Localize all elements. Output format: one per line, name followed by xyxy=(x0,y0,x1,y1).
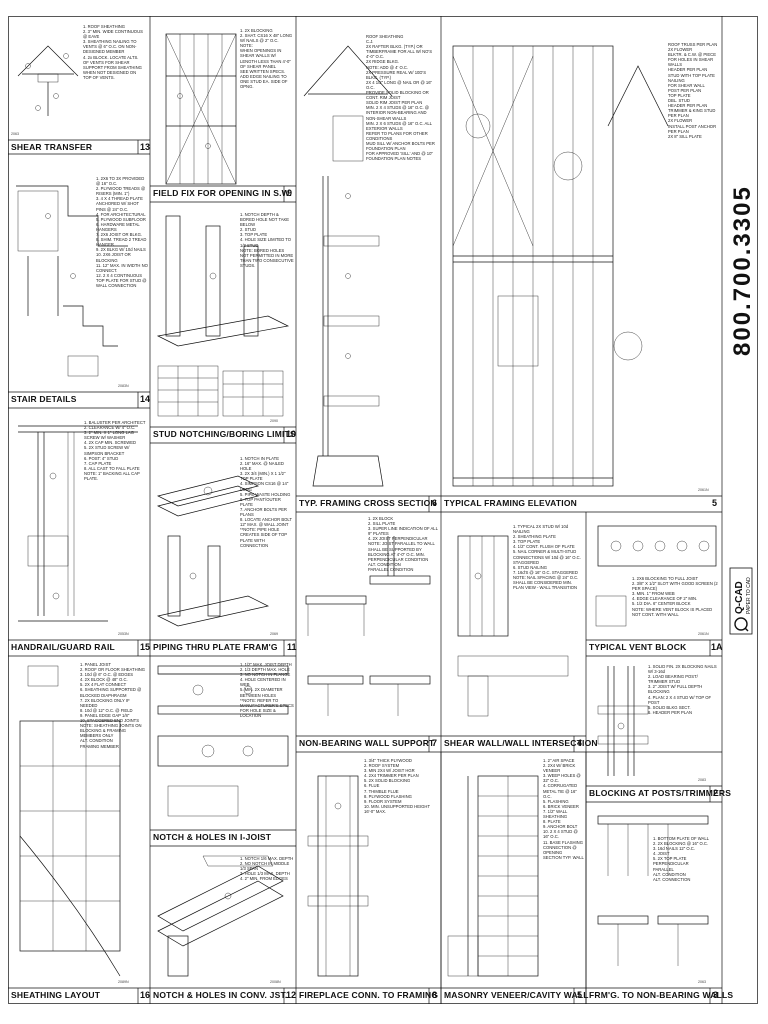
panel-number-field-fix: 9 xyxy=(287,188,293,198)
panel-number-blocking-posts: 2 xyxy=(713,788,719,798)
notes-conv-joist: 1. NOTCH 1/6 MAX. DEPTH 2. NO NOTCH IN M… xyxy=(240,856,294,882)
phone-number: 800.700.3305 xyxy=(729,185,756,356)
panel-number-conv-joist: 12 xyxy=(286,990,297,1000)
masonry-drawing xyxy=(447,775,539,977)
conv-joist-drawing xyxy=(157,855,284,977)
logo-brand-text: Q-CAD xyxy=(734,581,745,614)
panel-number-stair-details: 14 xyxy=(140,394,151,404)
panel-number-fireplace: 8 xyxy=(432,990,438,1000)
notes-piping: 1. NOTCH IN PLATE 2. 16" MAX. @ NAILED H… xyxy=(240,456,292,548)
panel-code-shear-transfer: 2063 xyxy=(11,132,19,136)
panel-title-handrail: HANDRAIL/GUARD RAIL xyxy=(11,642,115,652)
ijoist-drawing xyxy=(157,665,289,817)
notes-blocking-posts: 1. SOLID FIN. 2X BLOCKING NAILS W/ 3-16d… xyxy=(648,664,717,715)
notes-sheathing: 1. PANEL JOIST 2. ROOF OR FLOOR SHEATHIN… xyxy=(80,662,146,749)
panel-code-conv-joist: 2008N xyxy=(270,980,281,984)
notes-stair-details: 1. 2X6 TO 3X PROVIDED @ 16" O.C. 2. PLYW… xyxy=(96,176,148,288)
panel-title-masonry: MASONRY VENEER/CAVITY WALL xyxy=(444,990,589,1000)
logo-tagline-text: PAPER TO CAD xyxy=(746,577,752,614)
panel-code-framing-elevation: 2061N xyxy=(698,488,709,492)
panel-code-piping: 2069 xyxy=(270,632,278,636)
panel-code-vent-block: 2061N xyxy=(698,632,709,636)
panel-title-blocking-posts: BLOCKING AT POSTS/TRIMMERS xyxy=(589,788,732,798)
drawing-sheet: 1. ROOF SHEATHING 2. 3" MIN. WIDE CONTIN… xyxy=(8,16,758,1004)
notes-framing-elevation: ROOF TRUSS PER PLAN 2X FLOWER BLKTR. & C… xyxy=(668,42,718,139)
detail-drawings xyxy=(16,33,717,977)
panel-title-shear-wall: SHEAR WALL/WALL INTERSECTION xyxy=(444,738,598,748)
panel-title-ijoist: NOTCH & HOLES IN I-JOIST xyxy=(153,832,272,842)
panel-number-piping: 11 xyxy=(287,642,297,652)
panel-number-framing-elevation: 5 xyxy=(712,498,718,508)
piping-drawing xyxy=(156,475,270,627)
panel-code-stud-notching: 2090 xyxy=(270,419,278,423)
panel-code-handrail: 2053N xyxy=(118,632,129,636)
q-cad-logo: Q-CAD PAPER TO CAD xyxy=(728,564,756,639)
vent-block-drawing xyxy=(595,525,717,627)
panel-code-sheathing: 2089N xyxy=(118,980,129,984)
non-bearing-drawing xyxy=(305,536,431,716)
panel-title-stair-details: STAIR DETAILS xyxy=(11,394,77,404)
notes-field-fix: 1. 2X BLOCKING 2. SHAT. CS16 X 48" LONG … xyxy=(240,28,293,90)
handrail-drawing xyxy=(18,425,138,622)
panel-title-fireplace: FIREPLACE CONN. TO FRAMING xyxy=(299,990,439,1000)
panel-number-cross-section: 6 xyxy=(432,498,438,508)
sheet-grid-lines xyxy=(8,16,758,1004)
stud-notching-drawing xyxy=(156,215,290,417)
shear-wall-drawing xyxy=(457,535,569,717)
notes-frmg-nonbearing: 1. BOTTOM PLATE OF WALL 2. 2X BLOCKING @… xyxy=(653,836,709,882)
panel-title-field-fix: FIELD FIX FOR OPENING IN S.W. xyxy=(153,188,292,198)
panel-title-stud-notching: STUD NOTCHING/BORING LIMITS xyxy=(153,429,296,439)
panel-number-frmg-nonbearing: 3 xyxy=(713,990,719,1000)
notes-handrail: 1. BALUSTER PER ARCHITECT 2. CLEARANCE W… xyxy=(84,420,146,482)
panel-title-conv-joist: NOTCH & HOLES IN CONV. JST. xyxy=(153,990,288,1000)
blocking-posts-drawing xyxy=(597,666,649,776)
notes-ijoist: 1. 1/2" MAX. JOIST DEPTH 2. 1/3 DEPTH MA… xyxy=(240,662,294,718)
panel-title-cross-section: TYP. FRAMING CROSS SECTION xyxy=(299,498,437,508)
notes-shear-wall: 1. TYPICAL 2X STUD W/ 10d NAILING 2. SHE… xyxy=(513,524,581,591)
panel-number-shear-wall: 4 xyxy=(577,738,583,748)
panel-number-shear-transfer: 13 xyxy=(140,142,151,152)
panel-title-non-bearing: NON-BEARING WALL SUPPORT xyxy=(299,738,435,748)
panel-number-non-bearing: 7 xyxy=(432,738,438,748)
panel-code-frmg-nonbearing: 2063 xyxy=(698,980,706,984)
panel-title-sheathing: SHEATHING LAYOUT xyxy=(11,990,101,1000)
notes-vent-block: 1. 2X6 BLOCKING TO FULL JOIST 2. 3/8" X … xyxy=(632,576,718,617)
panel-code-stair-details: 2083N xyxy=(118,384,129,388)
panel-number-sheathing: 16 xyxy=(140,990,151,1000)
notes-shear-transfer: 1. ROOF SHEATHING 2. 3" MIN. WIDE CONTIN… xyxy=(83,24,143,80)
cross-section-drawing xyxy=(303,45,393,487)
notes-stud-notching: 1. NOTCH DEPTH & BORED HOLE NOT TAKE BEL… xyxy=(240,212,294,268)
stair-details-drawing xyxy=(16,185,128,377)
sheathing-layout-drawing xyxy=(19,665,121,977)
panel-number-masonry: 5 xyxy=(577,990,583,1000)
panel-number-stud-notching: 10 xyxy=(286,429,297,439)
notes-non-bearing: 1. 2X BLOCK 2. SILL PLATE 3. SUPER LINE … xyxy=(368,516,438,572)
fireplace-drawing xyxy=(307,775,369,977)
panel-title-framing-elevation: TYPICAL FRAMING ELEVATION xyxy=(444,498,577,508)
panel-title-piping: PIPING THRU PLATE FRAM'G xyxy=(153,642,278,652)
frmg-nonbearing-drawing xyxy=(597,815,709,966)
notes-cross-section: ROOF SHEATHING C.J. 2X RAFTER BLKG. (TYP… xyxy=(366,34,435,162)
notes-masonry: 1. 2" AIR SPACE 2. 2X4 W/ BRICK VENEER 3… xyxy=(543,758,584,860)
field-fix-drawing xyxy=(165,33,237,185)
panel-number-handrail: 15 xyxy=(140,642,151,652)
panel-title-vent-block: TYPICAL VENT BLOCK xyxy=(589,642,687,652)
shear-transfer-drawing xyxy=(17,45,79,116)
panel-number-vent-block: 1A xyxy=(711,642,723,652)
panel-code-blocking-posts: 2083 xyxy=(698,778,706,782)
framing-elevation-drawing xyxy=(452,45,669,487)
panel-title-frmg-nonbearing: FRM'G. TO NON-BEARING WALLS xyxy=(589,990,734,1000)
notes-fireplace: 1. 3/4" THICK PLYWOOD 2. ROOF SYSTEM 3. … xyxy=(364,758,430,814)
panel-title-shear-transfer: SHEAR TRANSFER xyxy=(11,142,93,152)
